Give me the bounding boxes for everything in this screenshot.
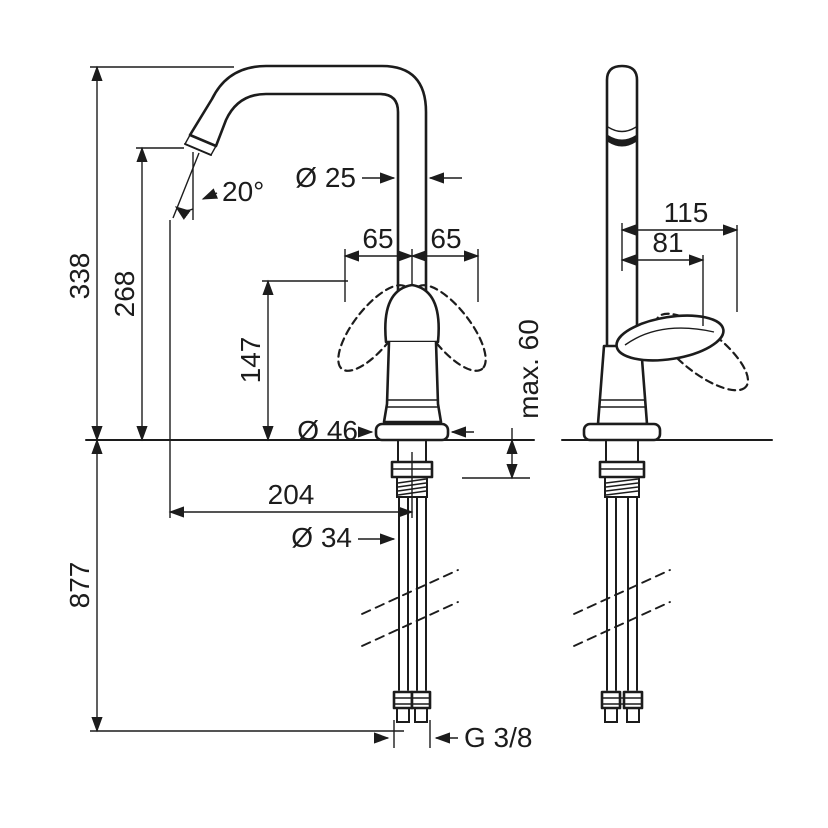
side-view: 115 81 bbox=[561, 64, 773, 723]
spout-pipe-side bbox=[605, 64, 639, 348]
label-connection-thread: G 3/8 bbox=[464, 722, 532, 753]
dim-handle-clearance: 147 bbox=[235, 279, 348, 442]
dim-handle-depth: 81 bbox=[620, 227, 705, 326]
callout-connection-thread: G 3/8 bbox=[374, 720, 532, 753]
dim-handle-swing: 65 65 bbox=[343, 223, 480, 302]
base-flange bbox=[582, 422, 662, 442]
thread-hatch bbox=[605, 482, 639, 488]
dim-spout-reach: 204 bbox=[168, 220, 414, 518]
label-shank-diameter: Ø 34 bbox=[291, 522, 352, 553]
handle-grip-line bbox=[624, 327, 715, 346]
label-swivel-angle: 20° bbox=[222, 176, 264, 207]
label-overall-height: 338 bbox=[64, 253, 95, 300]
callout-shank-diameter: Ø 34 bbox=[291, 522, 396, 553]
label-handle-depth: 81 bbox=[652, 227, 683, 258]
label-max-deck-thickness: max. 60 bbox=[513, 319, 544, 419]
handle-raised-outline bbox=[654, 312, 750, 392]
spout-outline bbox=[184, 64, 428, 294]
label-pipe-diameter: Ø 25 bbox=[295, 162, 356, 193]
break-symbol-line bbox=[573, 569, 671, 615]
thread-hatch bbox=[605, 478, 639, 484]
break-symbol-line bbox=[361, 601, 459, 647]
threaded-shank bbox=[604, 476, 640, 498]
break-symbol-line bbox=[573, 601, 671, 647]
hose-nut bbox=[622, 690, 644, 710]
dim-total-depth: 115 bbox=[620, 197, 739, 312]
label-swing-right: 65 bbox=[430, 223, 461, 254]
label-total-depth: 115 bbox=[664, 197, 709, 228]
label-under-counter-length: 877 bbox=[64, 562, 95, 609]
supply-hoses-side bbox=[573, 496, 671, 723]
dim-under-counter-length: 877 bbox=[64, 438, 404, 733]
dim-max-deck-thickness: max. 60 bbox=[506, 319, 544, 480]
label-outlet-height: 268 bbox=[109, 271, 140, 318]
handle-side bbox=[615, 312, 750, 392]
aerator-arc bbox=[607, 126, 637, 133]
dim-overall-height: 338 bbox=[64, 65, 234, 442]
base-flange bbox=[374, 422, 450, 442]
callout-pipe-diameter: Ø 25 bbox=[295, 162, 462, 193]
label-spout-reach: 204 bbox=[268, 479, 315, 510]
aerator-crescent bbox=[608, 135, 636, 147]
mixer-body-front bbox=[374, 283, 450, 442]
body-outline bbox=[382, 340, 443, 424]
handle-dome bbox=[384, 283, 440, 344]
mounting-shank-side bbox=[598, 439, 646, 498]
break-symbol-line bbox=[361, 569, 459, 615]
thread-hatch bbox=[605, 486, 639, 492]
front-view: 20° 338 268 147 Ø 25 bbox=[64, 64, 544, 753]
hose-tip bbox=[604, 707, 618, 723]
angle-arc bbox=[174, 206, 194, 220]
hose-nut bbox=[392, 690, 414, 710]
handle-lever-outline bbox=[615, 314, 725, 362]
callout-swivel-angle: 20° bbox=[172, 152, 264, 220]
aerator-face-line bbox=[184, 143, 212, 156]
hose-nut bbox=[600, 690, 622, 710]
base-flange-side bbox=[582, 422, 662, 442]
hose-tip bbox=[396, 707, 410, 723]
pipe-outline bbox=[605, 64, 639, 348]
dim-outlet-height: 268 bbox=[109, 146, 184, 442]
supply-hoses-front bbox=[361, 496, 459, 723]
label-handle-clearance: 147 bbox=[235, 337, 266, 384]
thread-hatch bbox=[605, 490, 639, 496]
callout-base-diameter: Ø 46 bbox=[297, 415, 474, 446]
hose-nut bbox=[410, 690, 432, 710]
counter-line-front bbox=[85, 439, 535, 479]
hose-tip bbox=[414, 707, 428, 723]
hose-tip bbox=[626, 707, 640, 723]
label-swing-left: 65 bbox=[362, 223, 393, 254]
label-base-diameter: Ø 46 bbox=[297, 415, 358, 446]
angle-leader-line bbox=[201, 188, 219, 200]
spout-pipe-outline bbox=[188, 64, 428, 294]
